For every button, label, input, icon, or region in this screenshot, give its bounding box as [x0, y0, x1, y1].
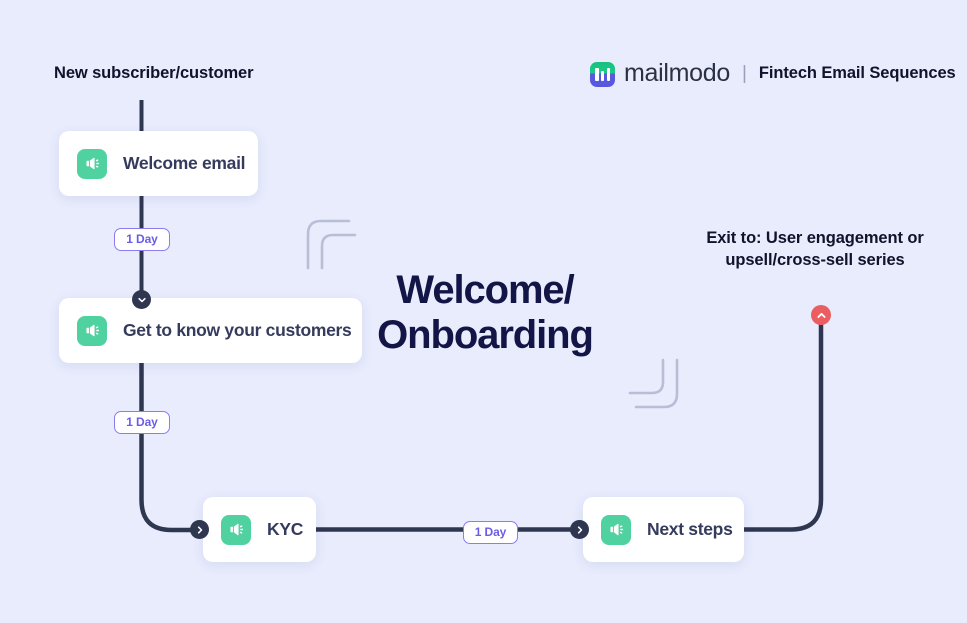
- delay-badge[interactable]: 1 Day: [114, 228, 170, 251]
- brand-subtitle: Fintech Email Sequences: [758, 64, 956, 83]
- node-label: Get to know your customers: [123, 320, 352, 340]
- corner-ornament-top-left: [305, 218, 357, 275]
- delay-badge[interactable]: 1 Day: [463, 521, 518, 544]
- flow-title: Welcome/ Onboarding: [330, 268, 640, 358]
- flow-title-line-2: Onboarding: [377, 313, 594, 357]
- megaphone-icon: [77, 315, 107, 346]
- brand-separator: |: [741, 62, 747, 84]
- megaphone-icon: [221, 514, 251, 545]
- start-caption: New subscriber/customer: [54, 64, 254, 82]
- node-card-kyc[interactable]: KYC: [203, 497, 316, 562]
- delay-badge[interactable]: 1 Day: [114, 411, 170, 434]
- brand-header: mailmodo | Fintech Email Sequences: [590, 60, 956, 88]
- node-label: Welcome email: [123, 153, 246, 173]
- chevron-down-icon[interactable]: [132, 290, 151, 309]
- node-card-next-steps[interactable]: Next steps: [583, 497, 744, 562]
- node-label: KYC: [267, 519, 304, 539]
- mailmodo-logo-icon: [590, 61, 615, 87]
- chevron-up-icon[interactable]: [811, 305, 831, 325]
- exit-caption: Exit to: User engagement or upsell/cross…: [688, 227, 942, 271]
- node-label: Next steps: [647, 519, 733, 539]
- flow-title-line-1: Welcome/: [396, 268, 574, 312]
- node-card-get-to-know-your-customers[interactable]: Get to know your customers: [59, 298, 362, 363]
- megaphone-icon: [601, 514, 631, 545]
- brand-wordmark: mailmodo: [624, 58, 730, 87]
- megaphone-icon: [77, 148, 107, 179]
- chevron-right-icon[interactable]: [570, 520, 589, 539]
- corner-ornament-bottom-right: [628, 358, 680, 415]
- node-card-welcome-email[interactable]: Welcome email: [59, 131, 258, 196]
- exit-caption-line-2: upsell/cross-sell series: [725, 251, 905, 269]
- chevron-right-icon[interactable]: [190, 520, 209, 539]
- exit-caption-line-1: Exit to: User engagement or: [706, 229, 924, 247]
